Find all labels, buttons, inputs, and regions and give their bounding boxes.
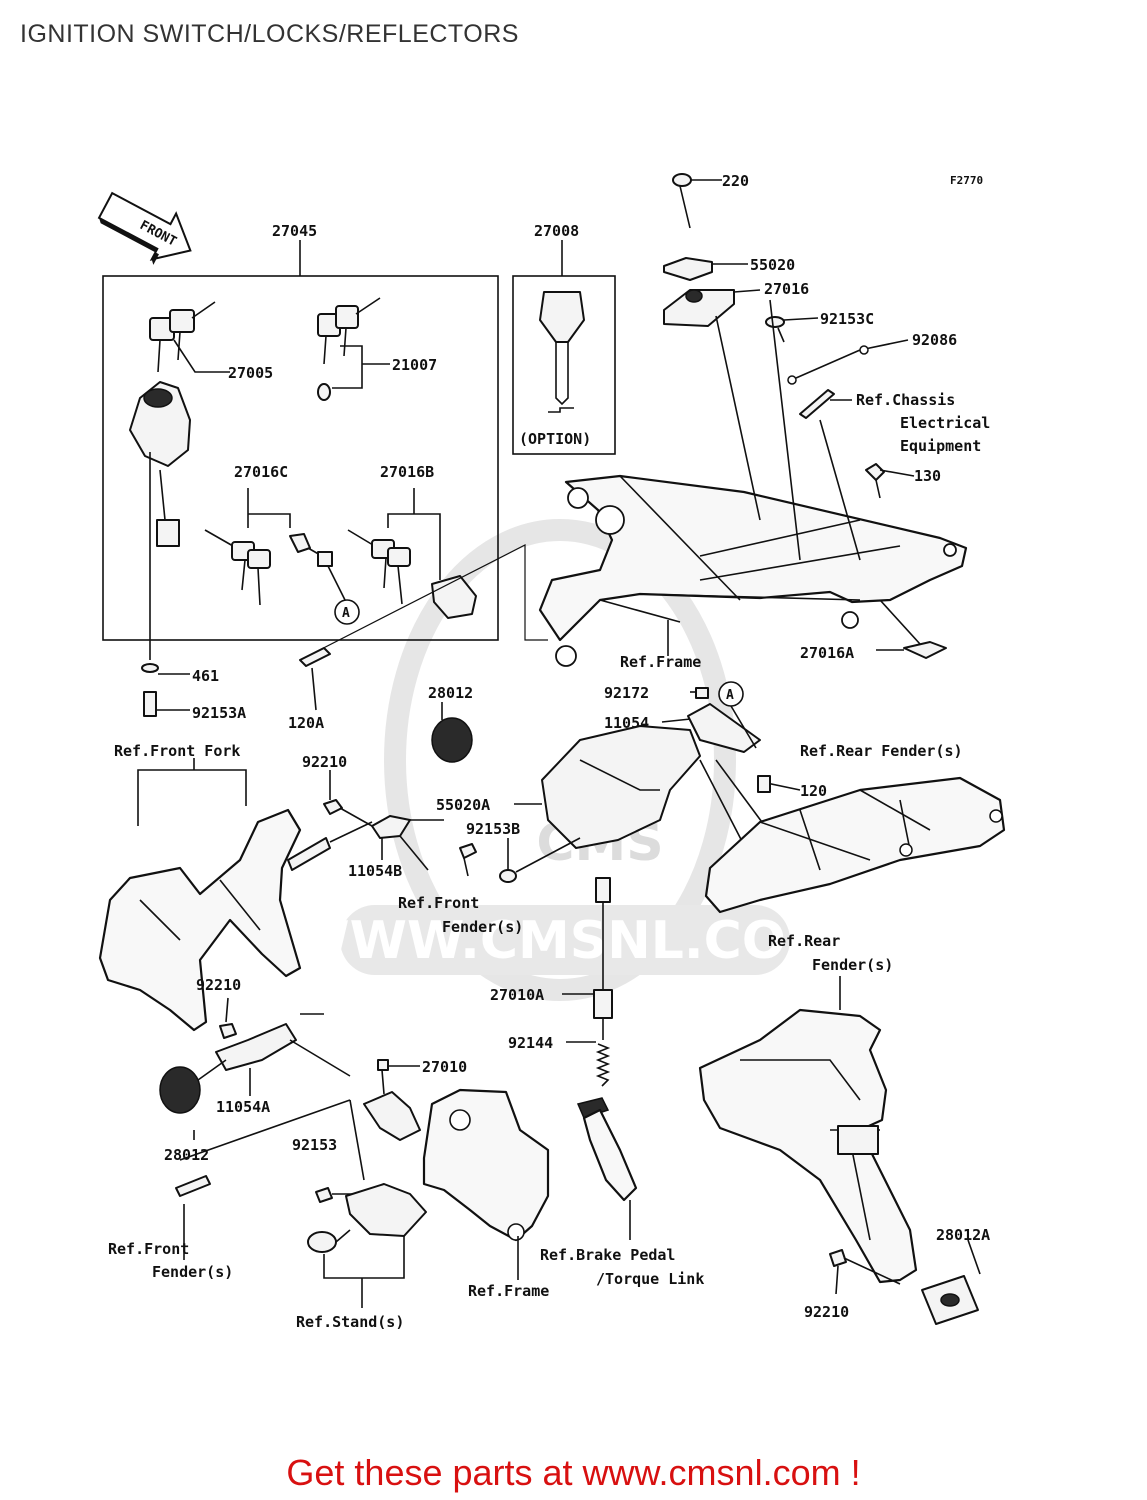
label-92210-c: 92210 bbox=[804, 1303, 849, 1321]
label-27005: 27005 bbox=[228, 364, 273, 382]
bracket-11054 bbox=[661, 681, 801, 881]
label-220: 220 bbox=[722, 172, 749, 190]
label-ref-rear-fender-mid-2: Fender(s) bbox=[812, 956, 893, 974]
label-120: 120 bbox=[800, 782, 827, 800]
label-92210-b: 92210 bbox=[196, 976, 241, 994]
page-title: IGNITION SWITCH/LOCKS/REFLECTORS bbox=[20, 20, 519, 48]
label-ref-front-fender-bot-1: Ref.Front bbox=[108, 1240, 189, 1258]
front-fork bbox=[98, 758, 373, 1032]
label-92144: 92144 bbox=[508, 1034, 553, 1052]
rear-subframe bbox=[704, 776, 1006, 914]
reflector-bracket-11054a bbox=[159, 997, 351, 1260]
label-28012a: 28012A bbox=[936, 1226, 990, 1244]
label-92086: 92086 bbox=[912, 331, 957, 349]
option-label: (OPTION) bbox=[519, 430, 591, 448]
label-130: 130 bbox=[914, 467, 941, 485]
label-ref-brake-1: Ref.Brake Pedal bbox=[540, 1246, 675, 1264]
label-ref-rear-fender-mid-1: Ref.Rear bbox=[768, 932, 840, 950]
ignition-switch bbox=[129, 381, 191, 547]
label-92210-a: 92210 bbox=[302, 753, 347, 771]
label-ref-front-fender-bot-2: Fender(s) bbox=[152, 1263, 233, 1281]
label-27016a: 27016A bbox=[800, 644, 854, 662]
watermark-text: WWW.CMSNL.COM bbox=[292, 911, 837, 971]
label-ref-frame-bottom: Ref.Frame bbox=[468, 1282, 549, 1300]
marker-a-right: A bbox=[726, 688, 734, 703]
key-set-27005 bbox=[149, 301, 230, 373]
figure-code: F2770 bbox=[950, 174, 983, 187]
key-set-21007 bbox=[317, 297, 390, 401]
label-55020: 55020 bbox=[750, 256, 795, 274]
label-120a: 120A bbox=[288, 714, 324, 732]
leader-27016b-frame bbox=[299, 544, 548, 661]
label-28012-bottom: 28012 bbox=[164, 1146, 209, 1164]
bracket-11054b bbox=[323, 770, 477, 877]
label-27008: 27008 bbox=[534, 222, 579, 240]
label-92153b: 92153B bbox=[466, 820, 520, 838]
label-92172: 92172 bbox=[604, 684, 649, 702]
watermark: CMS WWW.CMSNL.COM bbox=[292, 519, 838, 1001]
label-27016: 27016 bbox=[764, 280, 809, 298]
label-ref-front-fork: Ref.Front Fork bbox=[114, 742, 240, 760]
label-27016c: 27016C bbox=[234, 463, 288, 481]
bolt-92153b bbox=[499, 837, 581, 883]
side-stand-switch-27010 bbox=[307, 1059, 550, 1308]
label-ref-chassis-1: Ref.Chassis bbox=[856, 391, 955, 409]
label-27016b: 27016B bbox=[380, 463, 434, 481]
reflector-28012-top bbox=[431, 702, 473, 763]
label-11054a: 11054A bbox=[216, 1098, 270, 1116]
cover-55020a bbox=[514, 725, 701, 849]
option-key-27008 bbox=[512, 240, 616, 455]
seat-lock-assembly bbox=[663, 173, 915, 499]
bolt-120a bbox=[299, 647, 331, 711]
label-ref-brake-2: /Torque Link bbox=[596, 1270, 704, 1288]
label-ref-stand: Ref.Stand(s) bbox=[296, 1313, 404, 1331]
label-27010a: 27010A bbox=[490, 986, 544, 1004]
label-27010: 27010 bbox=[422, 1058, 467, 1076]
label-461: 461 bbox=[192, 667, 219, 685]
washer-bolt-461-92153a bbox=[141, 452, 190, 717]
label-92153c: 92153C bbox=[820, 310, 874, 328]
main-frame bbox=[538, 299, 968, 667]
footer-link[interactable]: Get these parts at www.cmsnl.com ! bbox=[286, 1452, 861, 1493]
brake-switch-27010a bbox=[562, 877, 638, 1240]
label-21007: 21007 bbox=[392, 356, 437, 374]
lock-set-27016c bbox=[204, 488, 360, 625]
lock-set-27016b bbox=[347, 488, 477, 619]
label-ref-front-fender-mid-1: Ref.Front bbox=[398, 894, 479, 912]
marker-a-left: A bbox=[342, 606, 350, 621]
label-ref-chassis-2: Electrical bbox=[900, 414, 990, 432]
label-27045: 27045 bbox=[272, 222, 317, 240]
label-92153a: 92153A bbox=[192, 704, 246, 722]
label-11054b: 11054B bbox=[348, 862, 402, 880]
label-ref-rear-fender-top: Ref.Rear Fender(s) bbox=[800, 742, 963, 760]
front-arrow-icon bbox=[97, 191, 192, 265]
label-ref-chassis-3: Equipment bbox=[900, 437, 981, 455]
label-28012-top: 28012 bbox=[428, 684, 473, 702]
label-55020a: 55020A bbox=[436, 796, 490, 814]
rear-fender bbox=[698, 976, 981, 1325]
label-ref-front-fender-mid-2: Fender(s) bbox=[442, 918, 523, 936]
kit-box-27045 bbox=[102, 240, 499, 641]
label-ref-frame-top: Ref.Frame bbox=[620, 653, 701, 671]
label-92153: 92153 bbox=[292, 1136, 337, 1154]
